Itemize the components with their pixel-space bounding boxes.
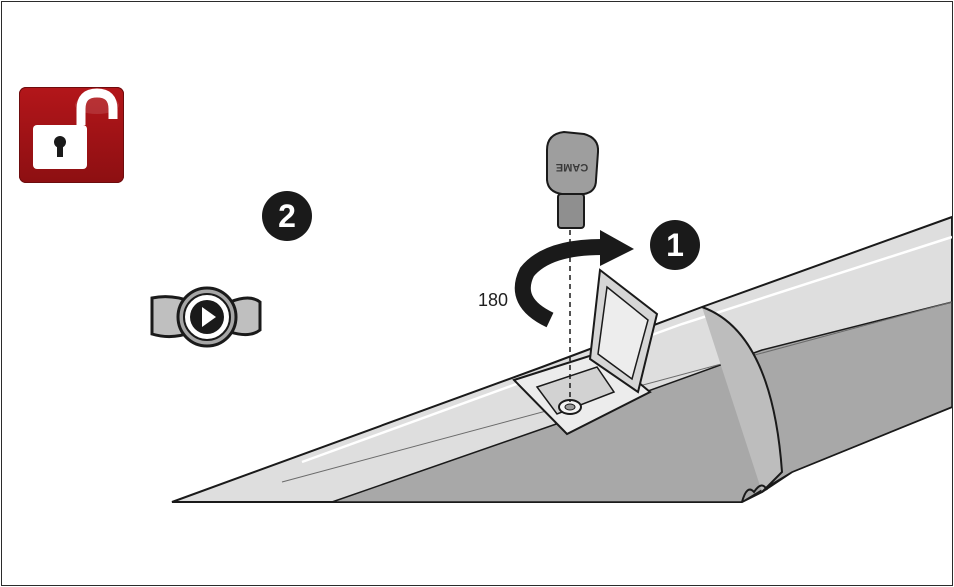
step-one-marker: 1 [650, 220, 700, 270]
step-two-marker: 2 [262, 191, 312, 241]
open-padlock-icon [33, 88, 119, 169]
key-brand-text: CAME [556, 161, 588, 173]
rotation-arrow [514, 230, 634, 328]
release-knob-icon [150, 286, 262, 348]
rotation-angle-label: 180 [478, 290, 509, 310]
release-key: CAME [546, 130, 600, 402]
operator-housing [171, 215, 952, 503]
unlock-badge [19, 87, 124, 183]
release-hatch [512, 268, 659, 436]
